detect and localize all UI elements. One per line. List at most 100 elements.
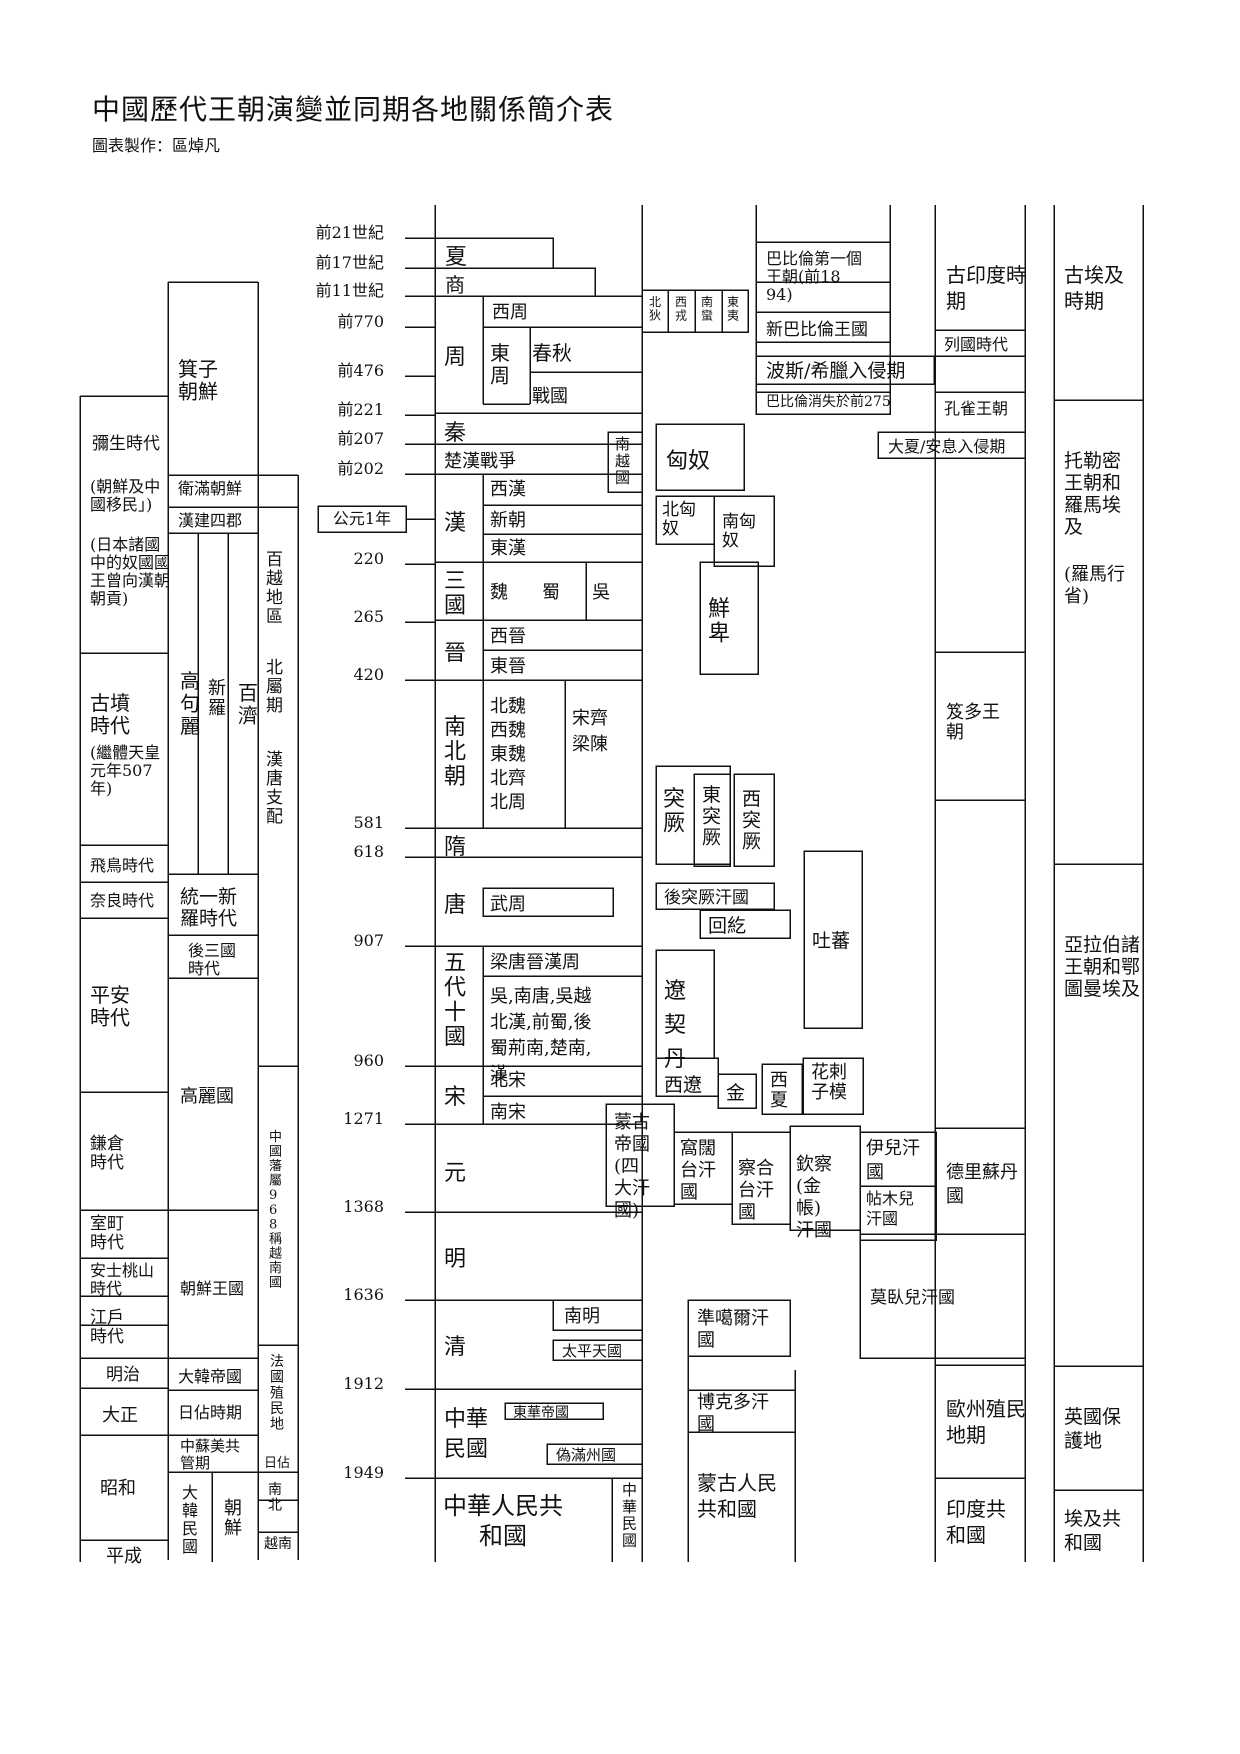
label-china-hongxian: 東華帝國 <box>513 1405 569 1421</box>
box <box>482 887 614 917</box>
label-korea-unified_silla: 羅時代 <box>180 907 237 929</box>
box <box>859 1233 1026 1359</box>
label-egypt-arab: 圖曼埃及 <box>1064 978 1140 1000</box>
label-japan-nara: 奈良時代 <box>90 891 154 910</box>
label-steppe-liao: 契 <box>664 1013 686 1038</box>
page-subtitle: 圖表製作：區焯凡 <box>92 136 221 155</box>
label-china-wu: 吳 <box>592 582 610 603</box>
label-china-roc: 中華 <box>444 1407 488 1432</box>
label-japan-showa: 昭和 <box>100 1478 136 1499</box>
label-china-manchukuo: 偽滿州國 <box>556 1446 616 1464</box>
label-steppe-mpr: 共和國 <box>697 1497 757 1521</box>
label-steppe-e_turk: 突 <box>702 805 721 827</box>
label-steppe-ilkhan: 伊兒汗 <box>866 1138 920 1159</box>
label-japan-yayoi_note2: 中的奴國國 <box>90 553 170 572</box>
label-steppe-bogd: 博克多汗 <box>697 1392 769 1413</box>
box <box>655 423 745 491</box>
label-china-western_jin: 西晉 <box>490 626 526 647</box>
label-steppe-xianbei: 卑 <box>708 622 730 647</box>
label-japan-yayoi: 彌生時代 <box>92 434 160 454</box>
box <box>802 1057 864 1115</box>
label-steppe-w_liao: 西遼 <box>664 1074 702 1096</box>
label-china-nanbei: 北 <box>444 740 466 765</box>
label-china-five: 代 <box>444 976 466 1001</box>
page-title: 中國歷代王朝演變並同期各地關係簡介表 <box>92 93 615 126</box>
label-china-north_dyn: 北周 <box>490 792 526 813</box>
label-vietnam-north: 期 <box>266 696 283 716</box>
label-china-roc_tw: 國 <box>622 1531 637 1549</box>
label-china-yuan: 元 <box>444 1161 466 1186</box>
label-years-y11c: 前11世紀 <box>316 281 384 300</box>
label-korea-rok: 國 <box>182 1537 198 1556</box>
label-steppe-n_xiongnu: 北匈 <box>662 500 696 520</box>
box <box>717 1073 757 1109</box>
label-china-taiping: 太平天國 <box>562 1342 622 1360</box>
label-china-chuhan: 楚漢戰爭 <box>444 451 516 472</box>
label-china-ten: 吳,南唐,吳越 <box>490 986 591 1007</box>
label-years-y220: 220 <box>353 549 384 568</box>
label-china-roc_tw: 民 <box>622 1515 637 1533</box>
label-years-y420: 420 <box>353 665 384 684</box>
label-japan-kofun_note: (繼體天皇 <box>90 743 160 762</box>
label-china-qing: 清 <box>444 1335 466 1360</box>
label-vietnam-north: 北 <box>266 658 283 678</box>
label-china-western_zhou: 西周 <box>492 302 528 323</box>
label-egypt-republic: 和國 <box>1064 1532 1102 1554</box>
label-china-han: 漢 <box>444 511 466 536</box>
label-vietnam-vassal: 國 <box>269 1276 282 1291</box>
label-years-y960: 960 <box>353 1051 384 1070</box>
label-korea-trust: 管期 <box>180 1454 210 1472</box>
label-china-south_dyn: 宋齊 <box>572 708 608 729</box>
label-japan-azuchi: 安士桃山 <box>90 1261 154 1280</box>
label-steppe-beidi: 北 <box>649 295 661 309</box>
label-vietnam-baiyue: 越 <box>266 569 283 589</box>
label-egypt-republic: 埃及共 <box>1064 1508 1121 1530</box>
label-china-shu: 蜀 <box>542 582 560 603</box>
label-steppe-tibet: 吐蕃 <box>812 930 850 952</box>
label-korea-jp_occ: 日佔時期 <box>178 1403 242 1422</box>
label-china-nanbei: 朝 <box>444 764 466 789</box>
label-vietnam-hantang: 支 <box>266 788 283 808</box>
label-vietnam-vassal: 8 <box>269 1217 277 1232</box>
label-mideast-babylon1: 94) <box>766 285 793 304</box>
label-china-wuzhou: 武周 <box>490 894 526 915</box>
box <box>693 773 731 867</box>
label-vietnam-french: 地 <box>270 1417 284 1433</box>
label-korea-goguryeo: 高 <box>180 669 200 693</box>
label-china-north_dyn: 西魏 <box>490 720 526 741</box>
label-japan-muromachi: 室町 <box>90 1214 124 1234</box>
label-china-zhou: 周 <box>444 345 466 370</box>
box <box>655 949 715 1059</box>
label-egypt-british: 英國保 <box>1064 1406 1121 1428</box>
label-vietnam-jp: 日佔 <box>264 1456 290 1471</box>
label-steppe-bogd: 國 <box>697 1414 715 1435</box>
label-vietnam-french: 法 <box>270 1354 284 1370</box>
label-china-eastern_jin: 東晉 <box>490 656 526 677</box>
label-korea-silla: 新 <box>208 678 226 699</box>
label-india-colonial: 地期 <box>946 1423 986 1447</box>
box <box>687 1389 796 1433</box>
label-india-delhi: 國 <box>946 1186 964 1207</box>
label-vietnam-ns: 北 <box>268 1498 282 1514</box>
label-japan-edo: 江戶 <box>90 1308 124 1328</box>
label-vietnam-vassal: 稱 <box>269 1232 282 1247</box>
label-japan-kofun: 時代 <box>90 713 130 737</box>
label-vietnam-french: 民 <box>270 1401 284 1417</box>
label-years-y1368: 1368 <box>343 1197 384 1216</box>
label-india-mughal: 莫臥兒汗國 <box>870 1288 955 1308</box>
label-egypt-arab: 亞拉伯諸 <box>1064 934 1140 956</box>
label-china-five_dyn: 梁唐晉漢周 <box>490 952 580 973</box>
label-korea-rok: 大 <box>182 1483 198 1502</box>
label-korea-dprk: 朝 <box>224 1498 242 1519</box>
label-years-y770: 前770 <box>337 312 384 331</box>
box <box>859 1185 937 1241</box>
label-japan-heian: 時代 <box>90 1005 130 1029</box>
label-china-three: 三 <box>444 569 466 594</box>
label-korea-unified_silla: 統一新 <box>180 886 237 908</box>
label-steppe-ogedei: 台汗 <box>680 1160 716 1181</box>
box <box>687 1299 791 1357</box>
label-japan-asuka: 飛鳥時代 <box>90 856 154 875</box>
label-vietnam-vassal: 中 <box>269 1130 282 1145</box>
label-years-y207: 前207 <box>337 429 384 448</box>
